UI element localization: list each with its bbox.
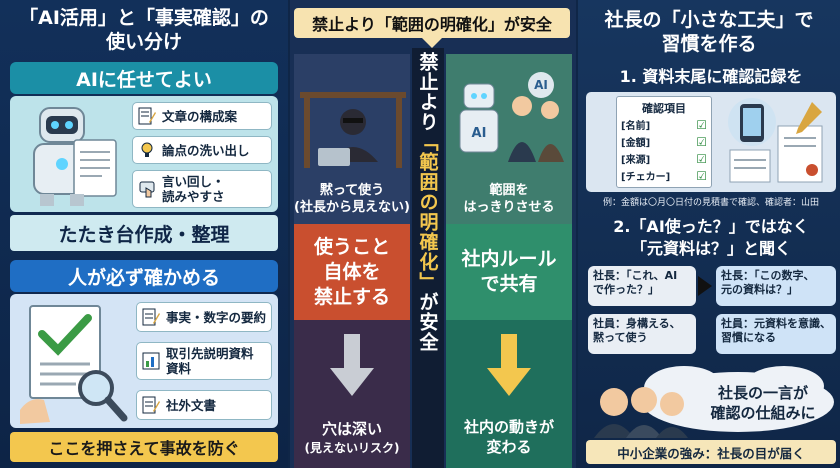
right-title: 社長の「小さな工夫」で 習慣を作る [578, 6, 840, 58]
checklist-title: 確認項目 [642, 102, 686, 115]
document-check-magnifier-icon [20, 305, 128, 424]
ai-item-label: 文章の構成案 [162, 108, 238, 124]
step2-heading: 2.「AI使った？」ではなく 「元資料は？」と聞く [586, 214, 836, 262]
robot-icon [33, 107, 117, 206]
ai-ok-header: AIに任せてよい [10, 62, 278, 94]
checklist-row: [来源] ☑ [617, 150, 711, 167]
checkmark-icon: ☑ [696, 134, 707, 149]
thought-cloud-icon [594, 366, 834, 438]
document-pen-icon [142, 396, 160, 414]
pointing-hand-icon [139, 181, 155, 198]
ban-result-text: 穴は深い [321, 419, 382, 438]
ban-result-sub: (見えないリスク) [304, 440, 400, 455]
left-title: 「AI活用」と「事実確認」の 使い分け [0, 4, 288, 56]
checklist-row: [名前] ☑ [617, 116, 711, 133]
human-item-label: 社外文書 [166, 397, 217, 413]
sme-strength-band: 中小企業の強み：社長の目が届く [586, 440, 836, 464]
vertical-prefix: 禁止より [416, 52, 439, 132]
arrow-down-icon [330, 334, 374, 396]
ai-item-label: 論点の洗い出し [162, 142, 250, 158]
human-item-label: 事実・数字の要約 [166, 309, 267, 325]
new-question-bubble: 社長：「この数字、 元の資料は？」 [716, 266, 836, 306]
document-pen-icon [142, 308, 160, 326]
ai-ok-summary: たたき台作成・整理 [10, 215, 278, 251]
checkmark-icon: ☑ [696, 151, 707, 166]
checklist-label: [金額] [621, 138, 651, 149]
new-reaction-bubble: 社員：元資料を意識、 習慣になる [716, 314, 836, 354]
rule-approach-box [446, 224, 572, 320]
hidden-use-label: 黙って使う (社長から見えない) [294, 183, 410, 215]
human-check-summary: ここを押さえて事故を防ぐ [10, 432, 278, 462]
rule-result-text: 社内の動きが 変わる [463, 418, 554, 456]
vertical-highlight: 「範囲の明確化」 [416, 132, 439, 292]
ai-item-label: 言い回し・ 読みやすさ [162, 174, 225, 204]
document-pen-icon [138, 107, 156, 125]
cloud-message: 社長の一言が 確認の仕組みに [710, 384, 816, 422]
rule-approach-text: 社内ルール で共有 [461, 248, 557, 295]
checklist-label: [チェカー] [621, 172, 671, 183]
confirmation-example: 例：金額は〇月〇日付の見積書で確認、確認者：山田 [602, 197, 819, 208]
left-title-line2: 使い分け [105, 31, 182, 53]
robot-and-team-icon: AI [459, 83, 564, 162]
vertical-suffix: が安全 [416, 292, 439, 352]
ai-item-wording: 言い回し・ 読みやすさ [132, 170, 272, 208]
phone-and-documents-icon [728, 98, 823, 183]
human-item-facts: 事実・数字の要約 [136, 302, 272, 332]
checklist-row: [チェカー] ☑ [617, 167, 711, 184]
ai-item-structure: 文章の構成案 [132, 102, 272, 130]
human-item-label: 取引先説明資料 資料 [166, 346, 254, 376]
hidden-use-scene [294, 54, 410, 224]
old-question-bubble: 社長：「これ、AI で作った？」 [588, 266, 696, 306]
chart-document-icon [142, 352, 160, 370]
checklist-label: [来源] [621, 155, 651, 166]
checklist-label: [名前] [621, 121, 651, 132]
vertical-slogan: 禁止より「範囲の明確化」が安全 [412, 52, 444, 462]
checklist-card: 確認項目 [名前] ☑ [金額] ☑ [来源] ☑ [チェカー] ☑ [616, 96, 712, 188]
left-title-line1: 「AI活用」と「事実確認」の [19, 7, 269, 29]
ban-approach-box [294, 224, 410, 320]
step2-line1: 2.「AI使った？」ではなく [613, 217, 809, 236]
lightbulb-icon [141, 142, 153, 157]
human-check-header: 人が必ず確かめる [10, 260, 278, 292]
vertical-strip [412, 48, 444, 468]
checkmark-icon: ☑ [696, 168, 707, 183]
ban-result: 穴は深い (見えないリスク) [294, 412, 410, 462]
svg-text:AI: AI [472, 126, 487, 141]
human-item-client-docs: 取引先説明資料 資料 [136, 342, 272, 380]
ban-approach-text: 使うこと 自体を 禁止する [313, 235, 390, 308]
clear-scope-label: 範囲を はっきりさせる [463, 183, 555, 215]
checkmark-icon: ☑ [696, 117, 707, 132]
step2-line2: 「元資料は？」と聞く [630, 239, 791, 258]
right-title-line2: 習慣を作る [661, 33, 757, 55]
right-title-line1: 社長の「小さな工夫」で [604, 9, 814, 31]
human-item-external: 社外文書 [136, 390, 272, 420]
arrow-right-icon [698, 276, 712, 296]
middle-title: 禁止より「範囲の明確化」が安全 [294, 8, 570, 38]
old-reaction-bubble: 社員：身構える、 黙って使う [588, 314, 696, 354]
arrow-down-icon [487, 334, 531, 396]
step1-heading: 1. 資料末尾に確認記録を [619, 67, 803, 86]
title-pointer [422, 38, 442, 48]
ai-badge: AI [528, 72, 554, 98]
checklist-row: [金額] ☑ [617, 133, 711, 150]
hidden-worker-icon [300, 92, 406, 168]
ai-item-issues: 論点の洗い出し [132, 136, 272, 164]
